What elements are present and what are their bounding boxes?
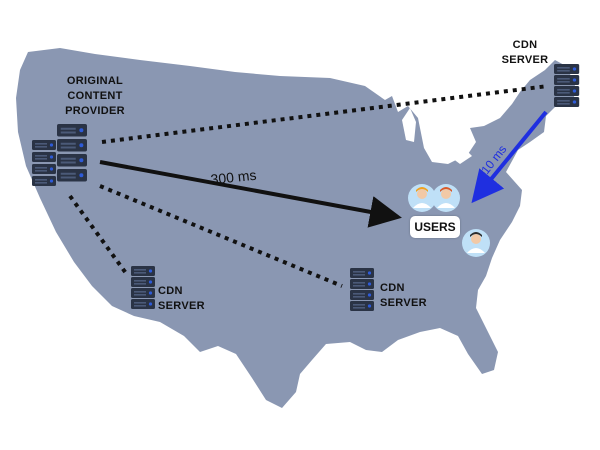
- usa-map: [16, 48, 575, 408]
- arrow-cdn-to-users: [471, 110, 548, 204]
- cdn-server-label: CDN SERVER: [380, 282, 427, 309]
- great-lake: [428, 132, 452, 150]
- link-origin-to-cdn-middle: [99, 184, 343, 288]
- user-avatar-icon: [432, 184, 460, 212]
- great-lake: [402, 108, 416, 142]
- users-label: USERS: [410, 216, 460, 238]
- cdn-server-label: CDN SERVER: [501, 39, 549, 66]
- link-origin-to-cdn-top: [101, 84, 549, 144]
- latency-origin-label: 300 ms: [210, 167, 257, 188]
- origin-provider-label: ORIGINAL CONTENT PROVIDER: [65, 75, 125, 117]
- arrow-origin-to-users: [99, 160, 402, 228]
- user-avatar-icon: [408, 184, 436, 212]
- great-lake: [452, 150, 472, 164]
- cdn-server-label: CDN SERVER: [158, 285, 205, 312]
- link-origin-to-cdn-bottom-left: [68, 194, 130, 278]
- user-avatar-icon: [462, 229, 490, 257]
